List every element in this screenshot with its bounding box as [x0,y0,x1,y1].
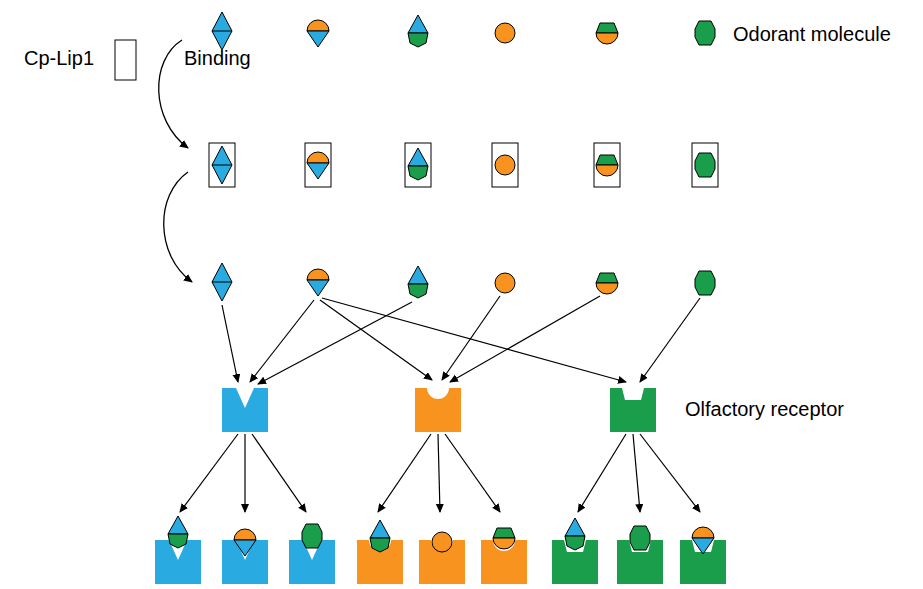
protein-name: Cp-Lip1 [24,47,94,69]
row-label: Olfactory receptor [685,398,844,420]
process-label: Binding [184,47,251,69]
row-label: Odorant molecule [733,23,891,45]
